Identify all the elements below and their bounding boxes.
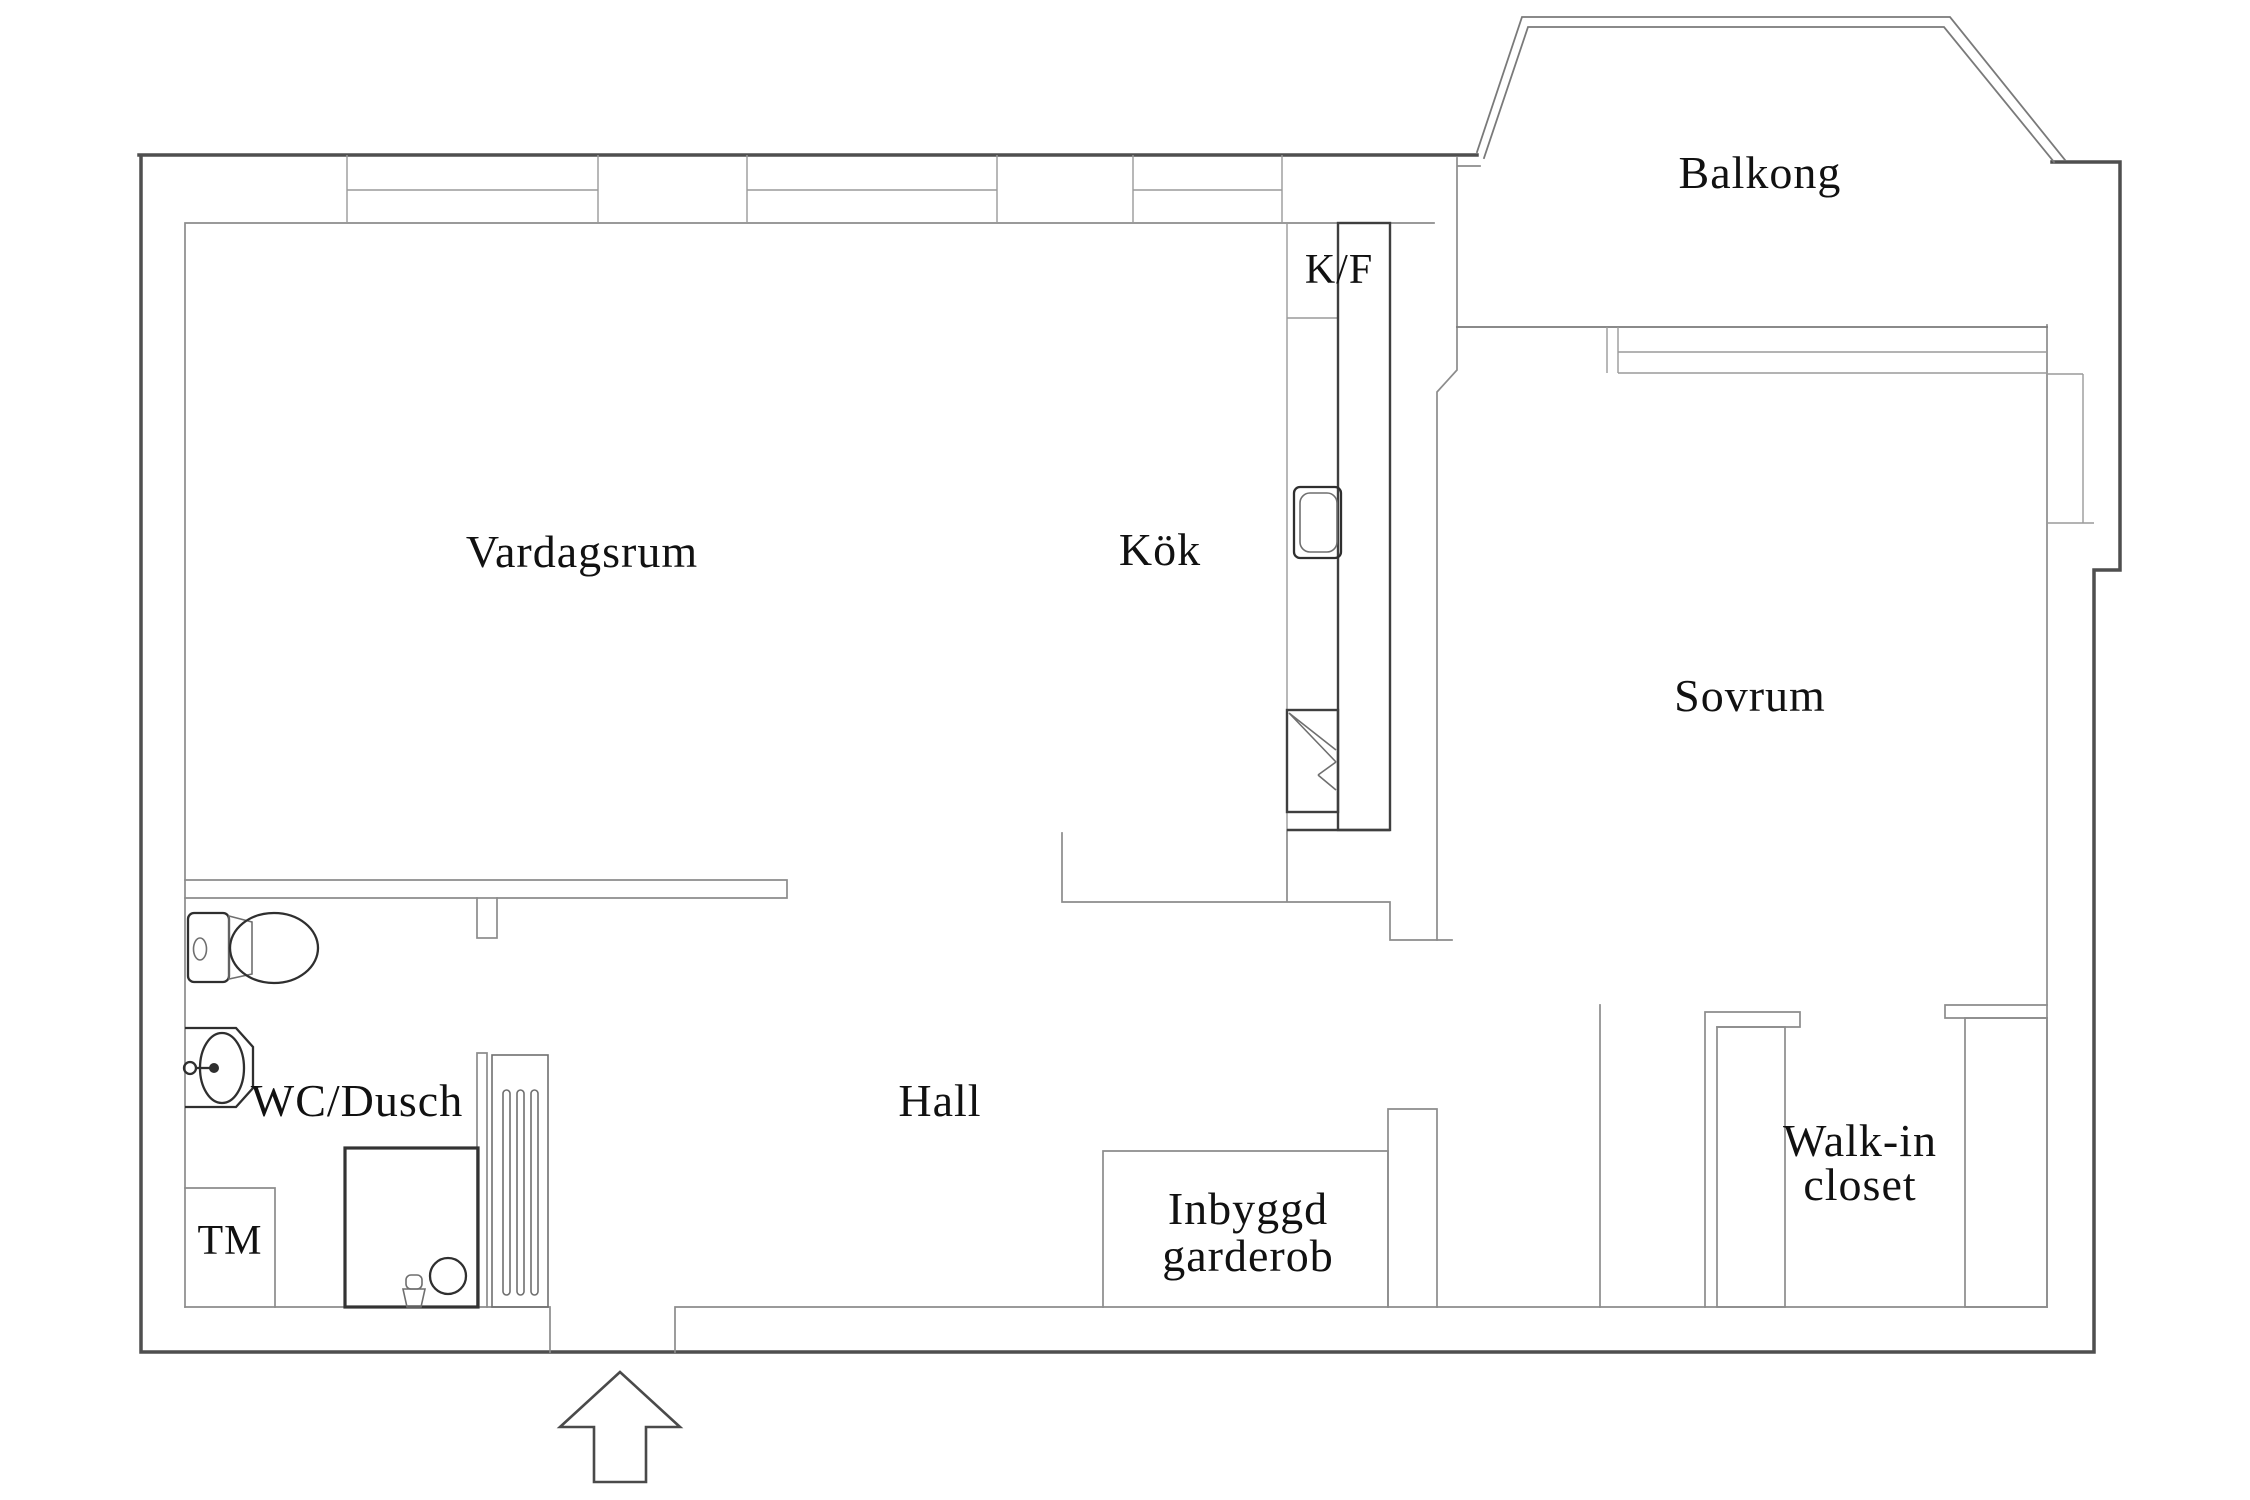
kitchen-sink-icon [1292, 485, 1343, 560]
washing-machine-area [184, 1187, 276, 1308]
window-3 [1132, 155, 1283, 223]
label-wc-dusch: WC/Dusch [251, 1075, 463, 1126]
wardrobe-unit-left [1704, 1011, 1801, 1308]
bathroom-fixtures [182, 911, 480, 1309]
wall-stub [476, 897, 498, 939]
label-vardagsrum: Vardagsrum [466, 526, 698, 577]
fridge-freezer-unit [1336, 221, 1392, 832]
toilet-icon [186, 911, 320, 985]
label-walkin-1: Walk-in [1783, 1115, 1937, 1166]
balcony-railing-inner [1482, 26, 2056, 164]
label-hall: Hall [898, 1075, 981, 1126]
wardrobe-unit-right [1944, 1004, 2048, 1308]
label-tm: TM [198, 1218, 263, 1264]
appliance-icon [1285, 708, 1340, 814]
entry-arrow-icon [556, 1370, 684, 1484]
balcony-railing-outer [1475, 16, 2067, 162]
label-balkong: Balkong [1679, 147, 1842, 198]
room-labels: Vardagsrum Kök K/F Balkong Sovrum Hall W… [198, 147, 1937, 1281]
label-garderob-1: Inbyggd [1168, 1183, 1328, 1234]
washbasin-icon [182, 1026, 255, 1109]
label-sovrum: Sovrum [1674, 670, 1826, 721]
balcony [1456, 16, 2067, 374]
window-2 [746, 155, 998, 223]
label-garderob-2: garderob [1162, 1230, 1333, 1281]
radiator-icon [491, 1054, 549, 1308]
hall-fixtures [491, 1054, 1389, 1308]
outer-walls [137, 153, 2122, 1354]
window-1 [346, 155, 599, 223]
bedroom-window [1606, 327, 2047, 374]
label-walkin-2: closet [1803, 1159, 1916, 1210]
window-row [346, 155, 1283, 223]
shower-icon [343, 1146, 480, 1309]
label-kok: Kök [1119, 524, 1201, 575]
kitchen-fixtures [1285, 221, 1392, 832]
closet-units [1704, 1004, 2048, 1308]
built-in-wardrobe [1102, 1150, 1389, 1308]
label-kf: K/F [1305, 247, 1373, 293]
